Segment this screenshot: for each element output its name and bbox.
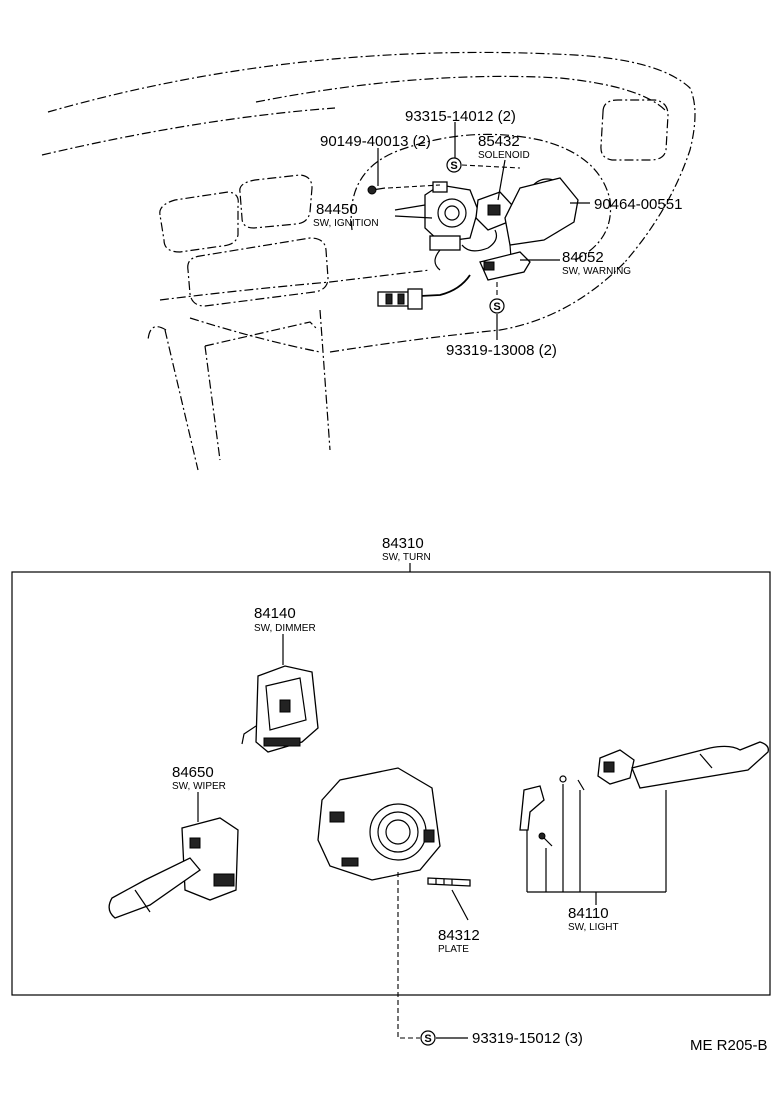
light-switch-icon bbox=[519, 741, 769, 847]
wiper-switch-icon bbox=[108, 817, 239, 919]
part-name-84450: SW, IGNITION bbox=[313, 218, 379, 229]
part-number-84110: 84110 bbox=[568, 905, 609, 922]
part-name-84310: SW, TURN bbox=[382, 552, 431, 563]
svg-text:S: S bbox=[450, 160, 457, 172]
dashboard-outline bbox=[41, 51, 696, 471]
s-mark-top: S bbox=[446, 157, 462, 173]
plate-icon bbox=[427, 877, 471, 887]
s-mark-mid: S bbox=[489, 298, 505, 314]
turn-switch-assembly-box bbox=[11, 571, 771, 996]
part-number-84312: 84312 bbox=[438, 927, 480, 944]
warning-switch-icon bbox=[419, 251, 531, 297]
dimmer-switch-icon bbox=[241, 665, 319, 753]
key-cylinder-icon bbox=[504, 177, 579, 271]
part-number-84650: 84650 bbox=[172, 764, 214, 781]
part-number-90149: 90149-40013 (2) bbox=[320, 133, 431, 150]
part-name-84312: PLATE bbox=[438, 944, 469, 955]
part-number-93315: 93315-14012 (2) bbox=[405, 108, 516, 125]
part-name-85432: SOLENOID bbox=[478, 150, 530, 161]
screw-icon bbox=[367, 185, 386, 195]
light-switch-leaders bbox=[526, 784, 667, 905]
connector-icon bbox=[377, 288, 423, 310]
svg-text:S: S bbox=[424, 1033, 431, 1045]
part-number-85432: 85432 bbox=[478, 133, 520, 150]
part-number-84310: 84310 bbox=[382, 535, 424, 552]
part-number-93319-15012: 93319-15012 (3) bbox=[472, 1030, 583, 1047]
diagram-code: ME R205-B bbox=[690, 1037, 768, 1054]
s-mark-bottom: S bbox=[420, 1030, 436, 1046]
part-number-90464: 90464-00551 bbox=[594, 196, 682, 213]
part-name-84052: SW, WARNING bbox=[562, 266, 631, 277]
ignition-switch-icon bbox=[424, 181, 479, 271]
part-number-84140: 84140 bbox=[254, 605, 296, 622]
svg-text:S: S bbox=[493, 301, 500, 313]
part-name-84650: SW, WIPER bbox=[172, 781, 226, 792]
part-number-93319-13008: 93319-13008 (2) bbox=[446, 342, 557, 359]
turn-switch-body-icon bbox=[317, 767, 441, 881]
part-name-84110: SW, LIGHT bbox=[568, 922, 619, 933]
leaders-top bbox=[377, 122, 590, 340]
part-number-84052: 84052 bbox=[562, 249, 604, 266]
part-number-84450: 84450 bbox=[316, 201, 358, 218]
part-name-84140: SW, DIMMER bbox=[254, 623, 316, 634]
